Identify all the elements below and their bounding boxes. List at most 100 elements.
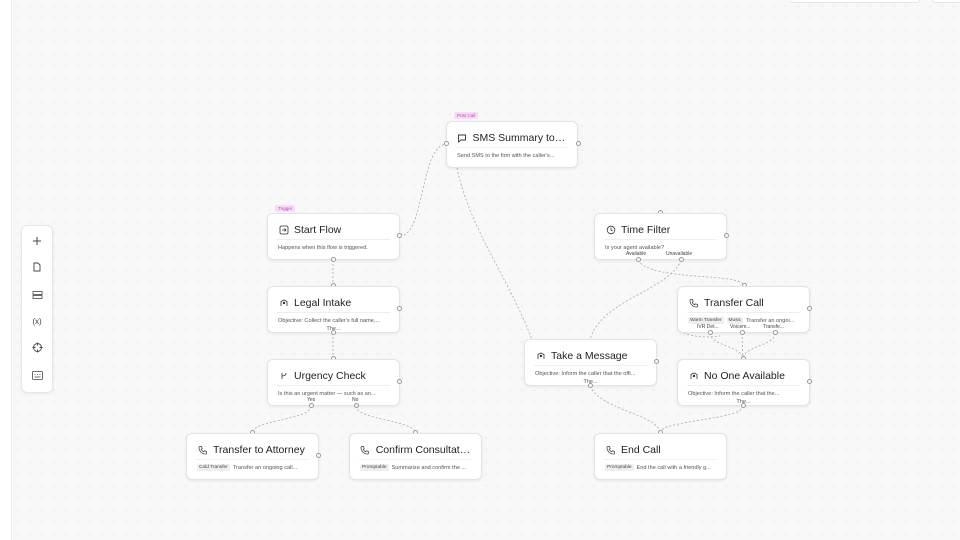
node-title: Transfer Call <box>704 297 764 309</box>
branch-label-unavailable: Unavailable <box>666 251 693 257</box>
divider <box>687 312 800 313</box>
divider <box>277 312 390 313</box>
node-title: Urgency Check <box>294 370 366 382</box>
node-description-more: The... <box>583 379 598 385</box>
output-port-voicemail[interactable] <box>740 330 745 335</box>
output-port[interactable] <box>397 379 402 384</box>
keyboard-icon[interactable] <box>28 366 46 384</box>
node-start-flow[interactable]: Start Flow Happens when this flow is tri… <box>267 213 400 260</box>
node-sms-summary[interactable]: SMS Summary to F... Send SMS to the firm… <box>446 121 578 168</box>
output-port[interactable] <box>741 403 746 408</box>
node-title: No One Available <box>704 370 785 382</box>
output-port[interactable] <box>397 306 402 311</box>
edge-start-sms <box>399 143 448 237</box>
node-description: Happens when this flow is triggered. <box>278 245 368 251</box>
output-port-ivr[interactable] <box>708 330 713 335</box>
agent-icon <box>278 298 289 309</box>
output-port-transfer[interactable] <box>773 330 778 335</box>
edge-transfer-noone-3 <box>742 332 776 360</box>
node-description: Summarize and confirm the ... <box>391 464 467 471</box>
transfer-type-chip: Cold Transfer <box>197 464 230 471</box>
node-description: Transfer an ongoi... <box>746 317 795 324</box>
branch-label-transfer: Transfe... <box>763 324 784 330</box>
output-port[interactable] <box>807 379 812 384</box>
layers-icon[interactable] <box>28 286 46 304</box>
node-end-call[interactable]: End Call Promptable End the call with a … <box>594 433 727 480</box>
divider <box>196 459 309 460</box>
node-time-filter[interactable]: Time Filter Is your agent available? <box>594 213 727 260</box>
node-description: End the call with a friendly g... <box>636 464 711 471</box>
phone-transfer-icon <box>197 445 208 456</box>
output-port[interactable] <box>724 233 729 238</box>
output-port[interactable] <box>576 141 581 146</box>
divider <box>277 239 390 240</box>
node-description-more: The... <box>736 399 751 405</box>
node-confirm-consultation[interactable]: Confirm Consultation Promptable Summariz… <box>349 433 482 480</box>
output-port-available[interactable] <box>636 257 641 262</box>
edge-transfer-noone-2 <box>741 332 744 360</box>
input-port[interactable] <box>444 141 449 146</box>
output-port-unavailable[interactable] <box>679 257 684 262</box>
node-transfer-to-attorney[interactable]: Transfer to Attorney Cold Transfer Trans… <box>186 433 319 480</box>
node-title: End Call <box>621 444 661 456</box>
agent-icon <box>535 351 546 362</box>
node-take-a-message[interactable]: Take a Message Objective: Inform the cal… <box>524 339 657 386</box>
output-port[interactable] <box>588 383 593 388</box>
branch-label-available: Available <box>626 251 647 257</box>
node-title: Time Filter <box>621 224 671 236</box>
edge-transfer-loop <box>677 319 721 338</box>
node-description: Objective: Collect the caller's full nam… <box>278 318 381 324</box>
plus-icon[interactable] <box>28 232 46 250</box>
branch-label-yes: Yes <box>307 397 316 403</box>
divider <box>604 239 717 240</box>
output-port-yes[interactable] <box>309 403 314 408</box>
node-description: Send SMS to the firm with the caller's..… <box>457 153 555 159</box>
music-chip: Music <box>726 317 744 324</box>
node-legal-intake[interactable]: Legal Intake Objective: Collect the call… <box>267 286 400 333</box>
agent-icon <box>688 371 699 382</box>
branch-label-voicemail: Voicem... <box>730 324 751 330</box>
output-port-no[interactable] <box>354 403 359 408</box>
output-port[interactable] <box>316 453 321 458</box>
node-urgency-check[interactable]: Urgency Check Is this an urgent matter —… <box>267 359 400 406</box>
branch-label-ivr: IVR Det... <box>697 324 719 330</box>
divider <box>687 385 800 386</box>
canvas-toolbar: (x) <box>21 225 53 393</box>
edge-urgency-consult <box>355 405 416 434</box>
phone-transfer-icon <box>688 298 699 309</box>
edge-sms-message <box>456 167 533 341</box>
post-call-tag: Post Call <box>454 112 479 119</box>
variable-icon[interactable]: (x) <box>32 316 42 326</box>
edge-urgency-attorney <box>251 405 312 434</box>
node-description: Transfer an ongoing call... <box>232 464 298 471</box>
divider <box>277 385 390 386</box>
node-description: Objective: Inform the caller that the... <box>688 391 780 397</box>
node-description: Is this an urgent matter — such as an... <box>278 391 376 397</box>
divider <box>534 365 647 366</box>
divider <box>359 459 472 460</box>
node-title: Legal Intake <box>294 297 352 309</box>
edge-noone-endcall <box>659 405 744 434</box>
output-port[interactable] <box>397 233 402 238</box>
node-title: SMS Summary to F... <box>472 132 567 144</box>
output-port[interactable] <box>807 306 812 311</box>
output-port[interactable] <box>331 257 336 262</box>
edge-available-transfer <box>637 259 745 287</box>
top-control-button[interactable] <box>932 0 960 3</box>
top-control-bar[interactable] <box>790 0 920 3</box>
node-description: Is your agent available? <box>605 245 665 251</box>
crosshair-icon[interactable] <box>28 338 46 356</box>
node-title: Transfer to Attorney <box>213 444 305 456</box>
edge-message-endcall <box>589 385 661 434</box>
promptable-chip: Promptable <box>360 464 389 471</box>
node-title: Start Flow <box>294 224 342 236</box>
node-no-one-available[interactable]: No One Available Objective: Inform the c… <box>677 359 810 406</box>
output-port[interactable] <box>654 359 659 364</box>
edge-unavailable-message <box>589 259 682 341</box>
decision-icon <box>278 371 289 382</box>
message-icon <box>457 133 467 144</box>
node-description-more: The... <box>326 326 341 332</box>
document-icon[interactable] <box>28 258 46 276</box>
output-port[interactable] <box>331 330 336 335</box>
